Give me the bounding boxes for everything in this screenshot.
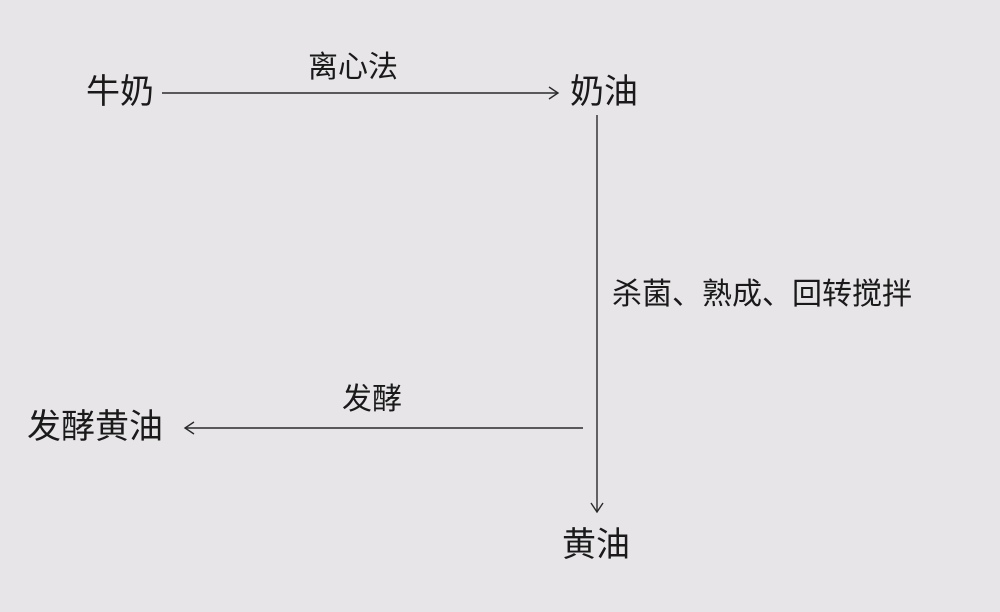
node-cream: 奶油 xyxy=(570,72,638,112)
node-butter: 黄油 xyxy=(562,525,630,565)
node-cultured-butter: 发酵黄油 xyxy=(27,407,163,447)
edge-label-centrifuge: 离心法 xyxy=(308,50,398,85)
arrowhead-milk-to-cream xyxy=(548,86,560,100)
node-milk: 牛奶 xyxy=(86,72,154,112)
arrowhead-butter-to-cultured xyxy=(183,421,195,435)
arrowhead-cream-to-butter xyxy=(590,502,604,514)
edge-label-ferment: 发酵 xyxy=(342,382,402,417)
edge-label-process: 杀菌、熟成、回转搅拌 xyxy=(612,277,912,312)
